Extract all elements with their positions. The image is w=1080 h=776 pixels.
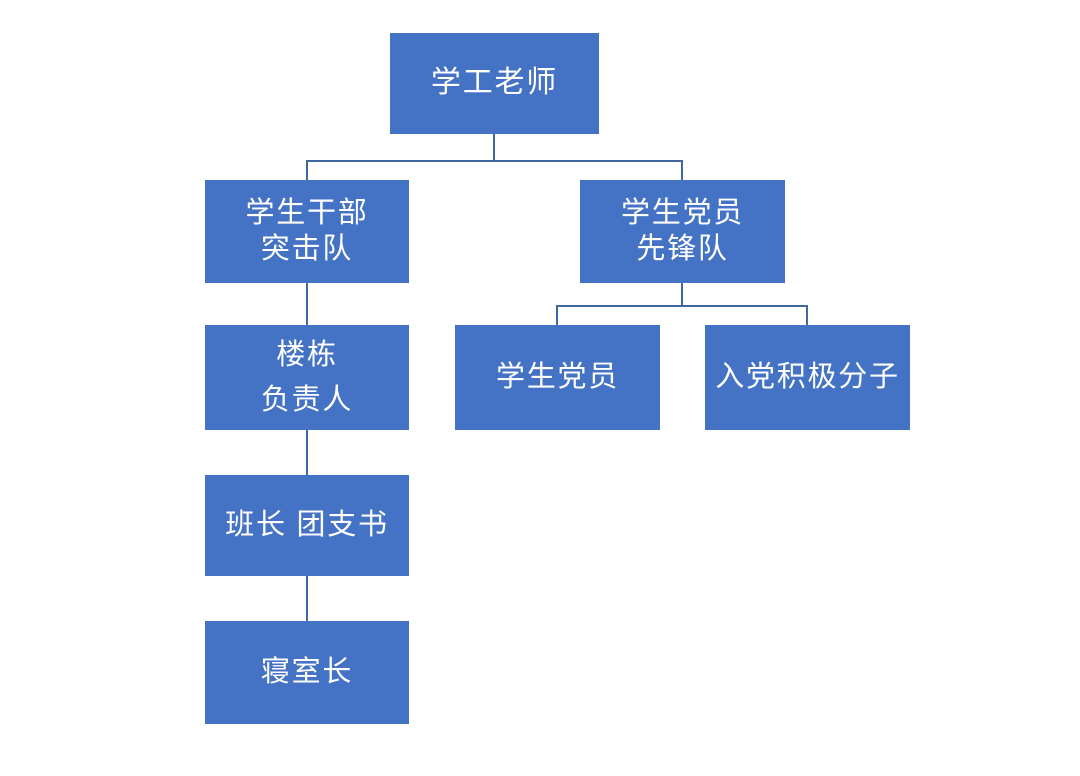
connector-party-to-activist: [806, 305, 808, 326]
org-node-root-line-1: 学工老师: [430, 66, 559, 100]
org-node-root[interactable]: 学工老师: [390, 33, 599, 134]
org-node-party-line-1: 学生党员: [621, 197, 744, 230]
org-node-dorm-line-1: 寝室长: [260, 655, 354, 688]
org-node-student-cadre-team[interactable]: 学生干部 突击队: [205, 180, 409, 283]
org-node-party-line-2: 先锋队: [636, 232, 729, 265]
connector-root-stem: [493, 134, 495, 161]
org-node-monitor-line-1: 班长 团支书: [225, 508, 389, 541]
org-node-building-line-2: 负责人: [260, 383, 354, 416]
connector-party-stem: [681, 283, 683, 306]
org-node-member-line-1: 学生党员: [496, 360, 619, 393]
org-node-cadre-line-1: 学生干部: [245, 197, 369, 230]
connector-monitor-to-dorm: [306, 576, 308, 622]
connector-root-to-cadre: [306, 160, 308, 181]
connector-root-bus: [306, 160, 683, 162]
org-node-dorm-head[interactable]: 寝室长: [205, 621, 409, 724]
org-node-activist-line-1: 入党积极分子: [715, 360, 900, 393]
org-node-class-monitor[interactable]: 班长 团支书: [205, 475, 409, 576]
org-node-cadre-line-2: 突击队: [260, 232, 354, 265]
org-node-party-activist[interactable]: 入党积极分子: [705, 325, 910, 430]
connector-building-to-monitor: [306, 430, 308, 476]
org-node-student-party-member[interactable]: 学生党员: [455, 325, 660, 430]
org-node-building-manager[interactable]: 楼栋 负责人: [205, 325, 409, 430]
org-node-building-line-1: 楼栋: [276, 338, 338, 371]
connector-party-bus: [556, 305, 808, 307]
connector-party-to-member: [556, 305, 558, 326]
connector-root-to-party: [681, 160, 683, 181]
org-node-student-party-vanguard[interactable]: 学生党员 先锋队: [580, 180, 785, 283]
connector-cadre-to-building: [306, 283, 308, 326]
